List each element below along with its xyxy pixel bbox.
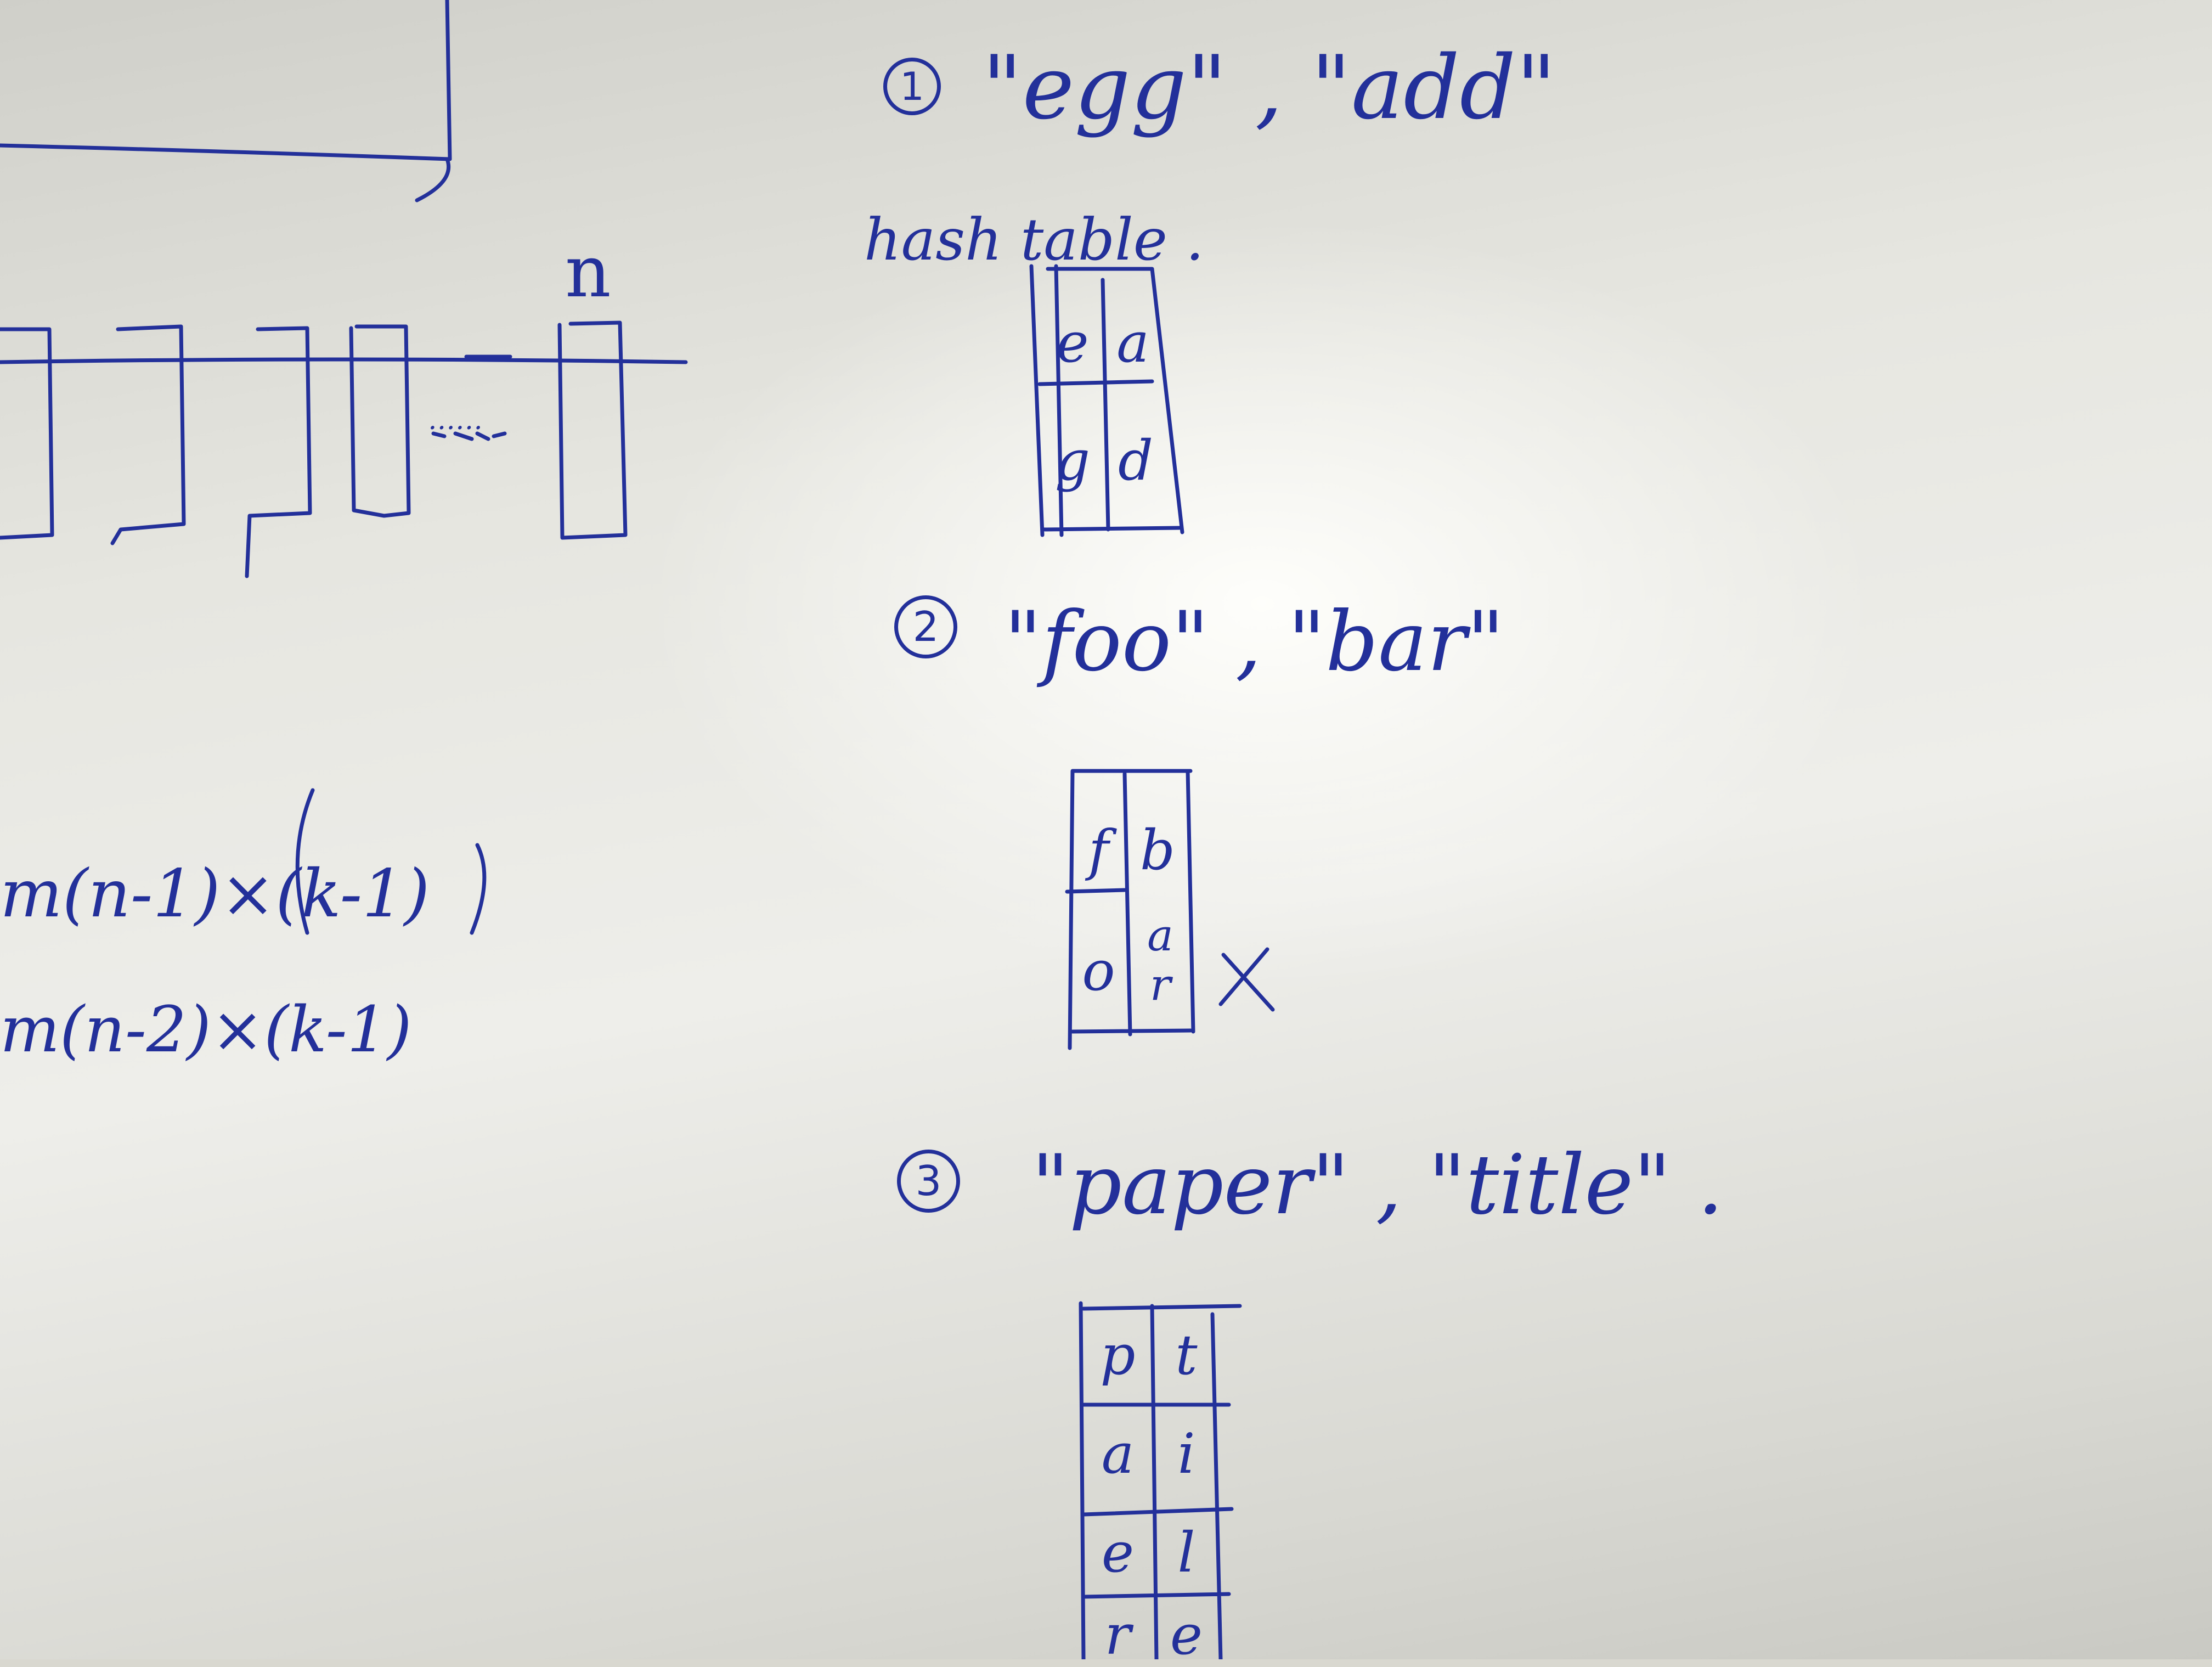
table-3-cell: l — [1177, 1520, 1195, 1585]
example-2-x-mark: X — [1210, 936, 1268, 1018]
example-2-pair: "foo" , "bar" — [1004, 594, 1505, 690]
table-1-cell: e — [1056, 311, 1089, 375]
table-3-cell: a — [1101, 1422, 1135, 1486]
example-1-number: 1 — [883, 58, 941, 115]
bar-rect-1 — [0, 327, 54, 540]
table-1-cell: d — [1118, 429, 1153, 493]
small-dots-mark — [431, 431, 507, 441]
example-1-pair: "egg" , "add" — [982, 36, 1556, 139]
formula-1-paren — [295, 788, 315, 935]
table-1-cell: g — [1054, 429, 1090, 493]
table-3-cell: r — [1104, 1603, 1131, 1667]
formula-1: m(n-1)×(k-1) — [0, 856, 430, 932]
example-1-caption: hash table . — [864, 206, 1204, 273]
top-bracket-hook — [415, 157, 451, 202]
table-1-cell: a — [1116, 311, 1149, 375]
bar-rect-5 — [557, 320, 628, 540]
table-3-cell: i — [1177, 1422, 1195, 1486]
formula-1-paren-close — [470, 843, 487, 935]
table-2-cell: f — [1088, 818, 1109, 882]
n-label: n — [565, 230, 611, 313]
formula-2: m(n-2)×(k-1) — [0, 993, 412, 1067]
example-3-pair: "paper" , "title" . — [1031, 1137, 1724, 1233]
x-mark-stroke-1 — [1221, 953, 1275, 1012]
bar-rect-4 — [349, 324, 411, 518]
table-3-cell: e — [1170, 1603, 1203, 1667]
example-3-number: 3 — [897, 1150, 960, 1213]
bar-rect-2 — [110, 324, 186, 545]
top-bracket-line — [0, 0, 452, 161]
bar-rect-3 — [245, 326, 312, 578]
x-mark-stroke-2 — [1218, 947, 1269, 1006]
example-2-number: 2 — [894, 595, 957, 658]
table-2-cell: o — [1082, 939, 1115, 1003]
table-2-cell: b — [1139, 818, 1175, 882]
table-3-cell: e — [1101, 1520, 1135, 1585]
axis-line — [0, 357, 688, 364]
table-2-grid — [1065, 769, 1195, 1050]
dots-label: …… — [428, 404, 483, 436]
table-3-grid — [1079, 1301, 1242, 1659]
table-2-cell: a r — [1147, 910, 1173, 1010]
table-3-cell: p — [1100, 1323, 1136, 1387]
table-3-cell: t — [1175, 1323, 1198, 1387]
table-1-grid — [1029, 264, 1184, 537]
